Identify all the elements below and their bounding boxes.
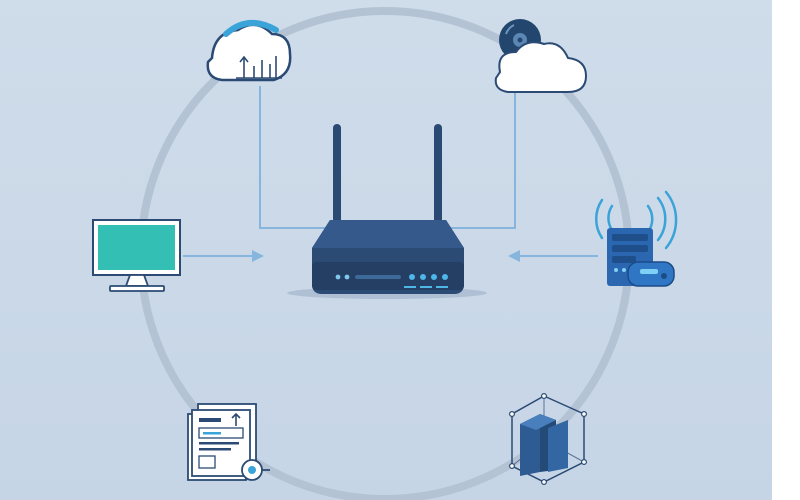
desktop-monitor-icon xyxy=(92,219,181,292)
router-icon xyxy=(287,124,487,299)
connector-cloud-media xyxy=(432,92,516,229)
document-icon xyxy=(187,403,270,481)
storage-cube-icon xyxy=(509,393,587,486)
cloud-media-icon xyxy=(494,19,588,93)
wireless-server-icon xyxy=(595,190,678,287)
cloud-analytics-icon xyxy=(206,20,292,82)
arrow-head-right xyxy=(508,250,520,262)
connector-cloud-analytics xyxy=(259,86,338,229)
arrow-head-left xyxy=(252,250,264,262)
connectors xyxy=(183,86,598,257)
